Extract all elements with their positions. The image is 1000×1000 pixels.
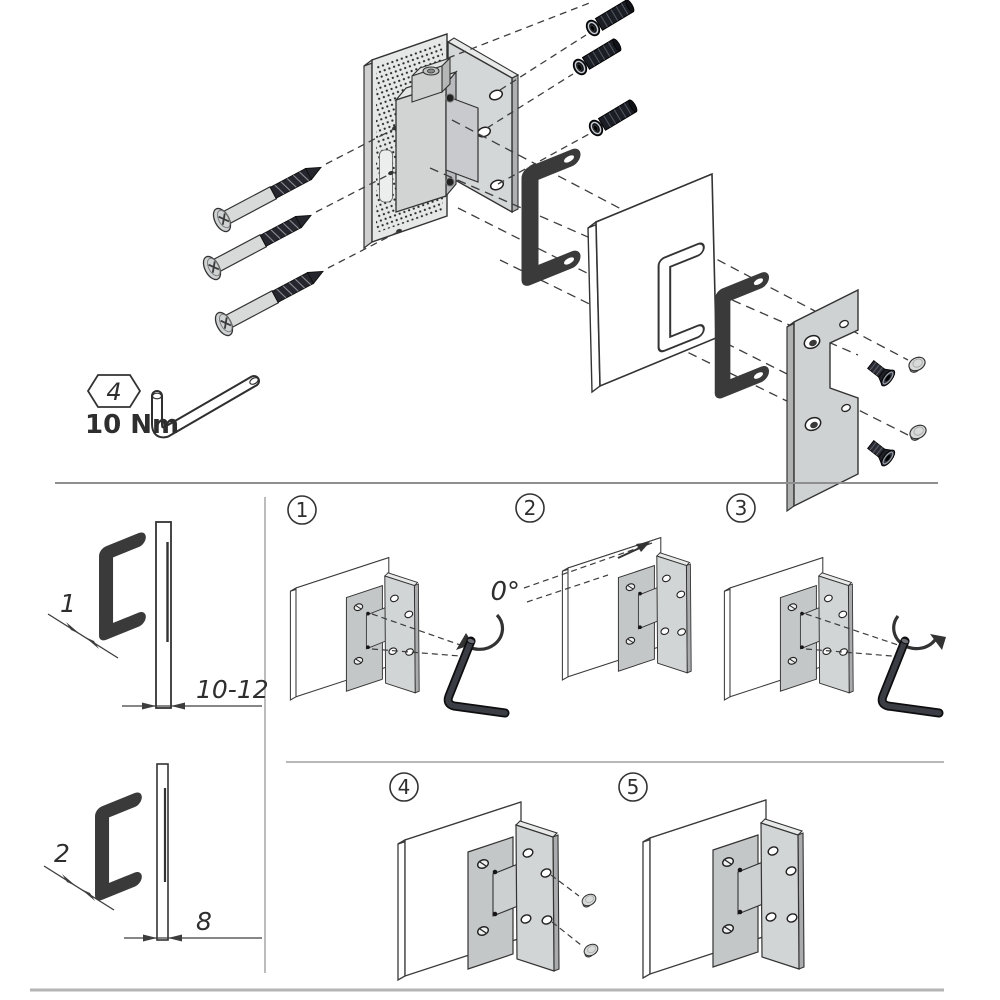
glass-thickness-label-top: 10-12 — [196, 675, 269, 704]
step-number: 5 — [627, 775, 640, 799]
wall-anchor-screws — [199, 155, 330, 340]
hinge-body — [394, 56, 479, 213]
step-3: 3 — [723, 493, 946, 713]
section-dividers — [30, 482, 944, 992]
tool-size-label: 4 — [106, 378, 121, 406]
cover-plate — [786, 288, 859, 513]
glass-gasket-back — [723, 277, 763, 393]
leader-lines — [550, 874, 582, 946]
step-number-circle — [287, 495, 317, 525]
dimension-panel: 1 10-12 2 8 — [43, 521, 269, 942]
step-number: 4 — [398, 775, 411, 799]
glass-panel — [587, 172, 717, 394]
rotate-arrow-icon — [456, 613, 505, 651]
step-5: 5 — [618, 772, 805, 979]
step-number: 3 — [735, 496, 748, 520]
leader-lines — [805, 613, 899, 657]
exploded-assembly-drawing: 4 10 Nm — [85, 0, 930, 513]
tool-size-badge: 4 — [86, 374, 142, 408]
gasket-profile-top — [106, 540, 139, 633]
cover-caps — [905, 353, 930, 443]
leader-lines — [371, 613, 467, 657]
step-1: 1 — [287, 495, 505, 713]
glass-gasket-front — [530, 154, 574, 280]
allen-key — [151, 375, 260, 439]
step-number-circle — [389, 772, 419, 802]
gasket-dimension-bottom: 2 — [43, 839, 115, 911]
step-number: 1 — [296, 498, 309, 522]
glass-profile-top: 10-12 — [122, 521, 269, 710]
hexagon-icon — [86, 374, 142, 408]
step-number: 2 — [524, 496, 537, 520]
level-lines — [523, 542, 653, 603]
step-number-circle — [515, 493, 545, 523]
gasket-profile-bottom — [102, 800, 135, 893]
step-number-circle — [618, 772, 648, 802]
step-number-circle — [726, 493, 756, 523]
glass-thickness-label-bottom: 8 — [196, 907, 212, 936]
step-4: 4 — [389, 772, 601, 981]
door-fixing-screws — [569, 0, 640, 139]
gasket-thickness-label-bottom: 2 — [54, 839, 70, 868]
gasket-thickness-label-top: 1 — [60, 589, 76, 618]
cover-cap-icons — [579, 891, 601, 959]
gasket-dimension-top: 1 — [47, 589, 119, 659]
step-2: 2 0° — [490, 493, 692, 681]
level-arrow-icon — [617, 542, 650, 559]
torque-label: 10 Nm — [85, 410, 179, 440]
steps-panel: 1 2 0° — [287, 493, 946, 981]
glass-profile-bottom: 8 — [124, 763, 262, 942]
cover-screws — [864, 356, 898, 469]
angle-label: 0° — [490, 577, 520, 607]
